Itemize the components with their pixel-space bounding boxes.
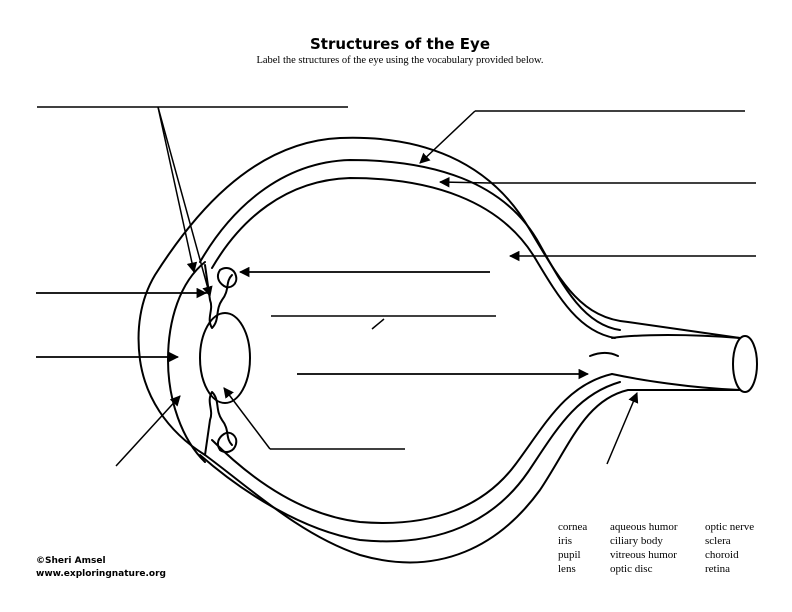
vocabulary-term: sclera <box>705 535 731 547</box>
worksheet-title: Structures of the Eye <box>309 35 490 53</box>
website-credit: www.exploringnature.org <box>36 569 166 579</box>
pointer-arrow <box>115 395 181 467</box>
vocabulary-term: pupil <box>558 549 581 561</box>
vocabulary-term: optic disc <box>610 563 653 575</box>
ciliary-body-bottom <box>216 431 238 453</box>
vocabulary-term: iris <box>558 535 573 547</box>
optic-disc-line <box>589 352 619 357</box>
ciliary-body-top <box>216 267 238 289</box>
cornea-outline <box>167 261 206 463</box>
pointer-arrow <box>157 106 213 298</box>
pointer-arrow <box>606 392 639 465</box>
choroid-outline <box>199 159 621 543</box>
retina-outline <box>211 177 616 524</box>
vocabulary-term: ciliary body <box>610 535 663 547</box>
credit-block: ©Sheri Amsel www.exploringnature.org <box>36 555 166 581</box>
pointer-arrow <box>438 176 491 188</box>
pointer-arrow <box>419 110 476 164</box>
pointer-arrow <box>157 106 198 274</box>
pointer-arrow <box>223 387 271 450</box>
vocabulary-column-2: aqueous humor ciliary body vitreous humo… <box>610 520 678 576</box>
lens-tick <box>371 318 385 330</box>
vocabulary-term: cornea <box>558 521 588 533</box>
vocabulary-term: retina <box>705 563 731 575</box>
author-credit: ©Sheri Amsel <box>36 556 106 566</box>
vocabulary-term: vitreous humor <box>610 549 677 561</box>
vocabulary-term: optic nerve <box>705 521 755 533</box>
vocabulary-term: aqueous humor <box>610 521 678 533</box>
lens-outline <box>199 312 251 404</box>
vocabulary-column-3: optic nerve sclera choroid retina <box>705 520 754 576</box>
vocabulary-term: lens <box>558 563 576 575</box>
vocabulary-column-1: cornea iris pupil lens <box>558 520 587 576</box>
optic-nerve-end <box>732 335 758 393</box>
optic-nerve-outline <box>611 334 741 391</box>
vocabulary-term: choroid <box>705 549 739 561</box>
worksheet-instructions: Label the structures of the eye using th… <box>256 55 544 66</box>
sclera-outline <box>137 136 741 564</box>
